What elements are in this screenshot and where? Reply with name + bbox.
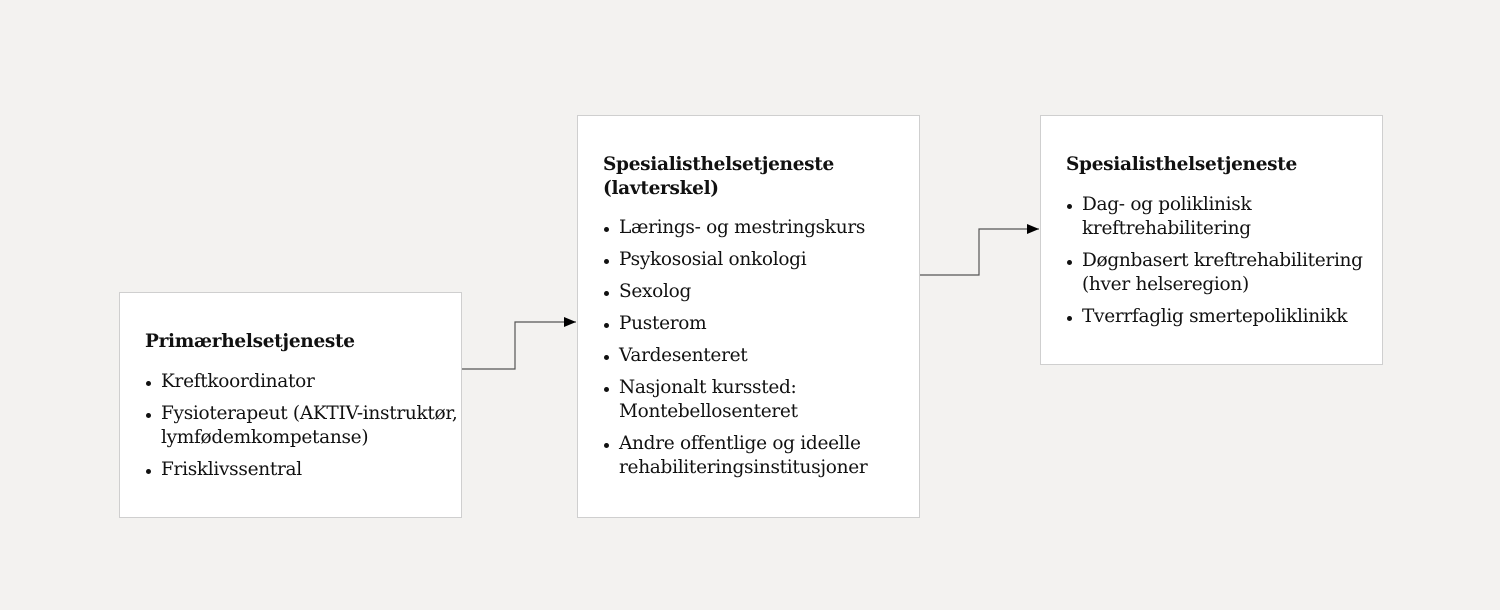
list-item: Døgnbasert kreftrehabilitering (hver hel…	[1066, 249, 1372, 297]
list-item: Fysioterapeut (AKTIV-instruktør, lymføde…	[145, 402, 461, 450]
list-item: Psykososial onkologi	[603, 248, 893, 272]
list-item: Sexolog	[603, 280, 893, 304]
list-item: Frisklivssentral	[145, 458, 461, 482]
list-item: Dag- og poliklinisk kreftrehabilitering	[1066, 193, 1272, 241]
arrow-primary-to-lavterskel	[462, 317, 576, 370]
list-item: Nasjonalt kurssted: Montebellosenteret	[603, 376, 809, 424]
arrow-lavterskel-to-spesialist	[920, 224, 1039, 276]
service-list: Dag- og poliklinisk kreftrehabilitering …	[1066, 193, 1366, 337]
box-spesialisthelsetjeneste: Spesialisthelsetjeneste Dag- og poliklin…	[1040, 115, 1383, 365]
box-title: Spesialisthelsetjeneste (lavterskel)	[603, 154, 835, 199]
list-item: Kreftkoordinator	[145, 370, 461, 394]
box-title: Primærhelsetjeneste	[145, 331, 355, 352]
list-item: Vardesenteret	[603, 344, 893, 368]
list-item: Lærings- og mestringskurs	[603, 216, 893, 240]
service-list: Kreftkoordinator Fysioterapeut (AKTIV-in…	[145, 370, 461, 490]
list-item: Tverrfaglig smertepoliklinikk	[1066, 305, 1366, 329]
box-title: Spesialisthelsetjeneste	[1066, 154, 1298, 175]
list-item: Pusterom	[603, 312, 893, 336]
box-spesialisthelsetjeneste-lavterskel: Spesialisthelsetjeneste (lavterskel) Lær…	[577, 115, 920, 518]
list-item-text: Fysioterapeut (AKTIV-instruktør, lymføde…	[161, 403, 458, 448]
list-item: Andre offentlige og ideelle rehabiliteri…	[603, 432, 889, 480]
service-list: Lærings- og mestringskurs Psykososial on…	[603, 216, 893, 488]
box-primaerhelsetjeneste: Primærhelsetjeneste Kreftkoordinator Fys…	[119, 292, 462, 518]
